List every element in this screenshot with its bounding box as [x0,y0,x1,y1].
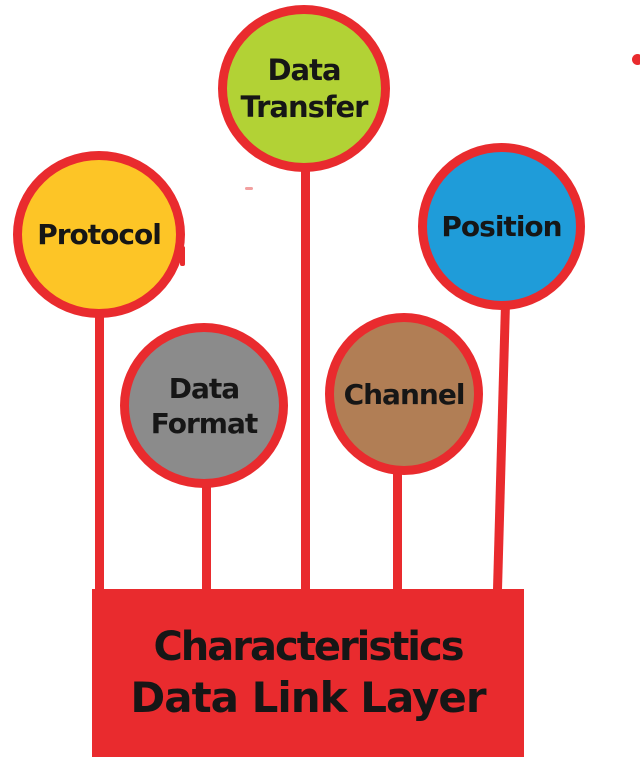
box-title-line1: Characteristics [153,623,464,670]
node-data-format-label-line1: Data [168,371,240,405]
node-channel: Channel [325,313,483,475]
node-data-transfer: Data Transfer [218,5,390,172]
connector-channel [393,470,402,592]
node-data-transfer-label-line2: Transfer [240,89,369,124]
node-protocol: Protocol [13,151,185,318]
connector-data-transfer [301,166,310,592]
node-data-transfer-label-line1: Data [267,53,341,88]
stray-dot-mark [632,54,640,65]
node-protocol-label: Protocol [37,218,162,251]
connector-protocol [95,312,104,592]
characteristics-box: Characteristics Data Link Layer [92,589,524,757]
stray-tick-mark [180,246,185,266]
node-data-format: Data Format [120,323,288,488]
node-position-label: Position [441,210,562,243]
box-title-line2: Data Link Layer [130,672,486,722]
node-data-format-label-line2: Format [150,406,258,440]
connector-data-format [202,482,211,592]
node-position: Position [418,143,585,310]
connector-position [492,302,510,594]
stray-dash-mark [245,187,253,190]
node-channel-label: Channel [343,377,466,411]
